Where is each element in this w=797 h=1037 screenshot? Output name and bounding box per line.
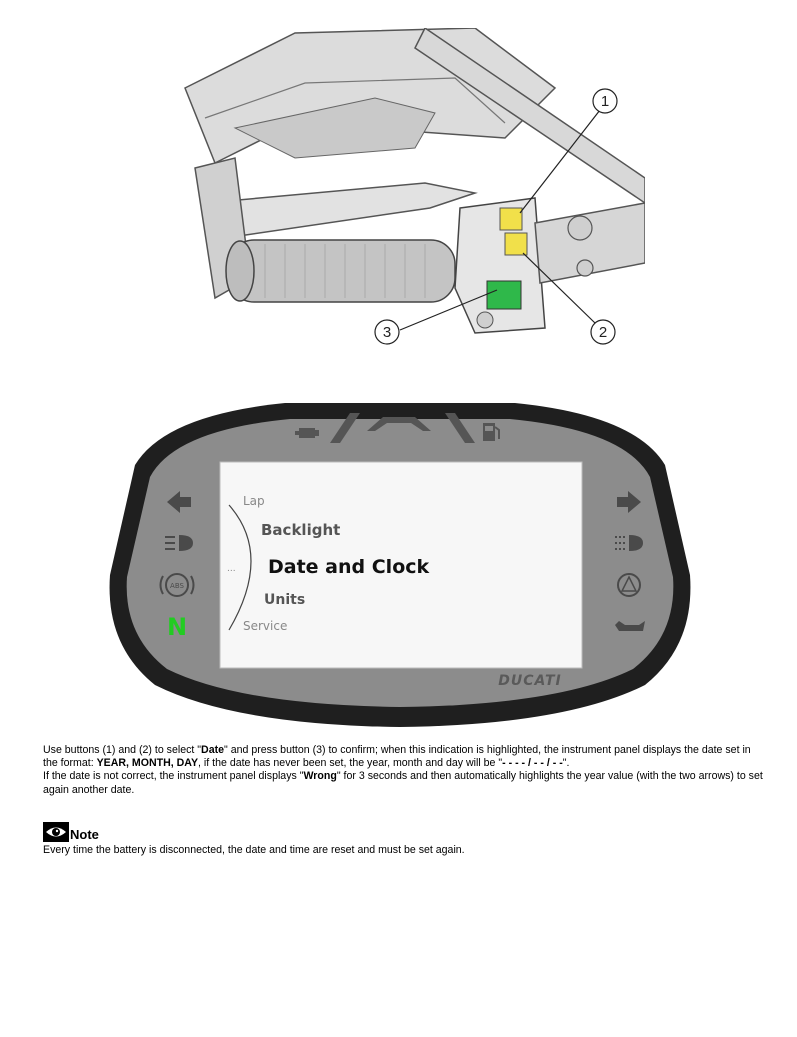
engine-icon bbox=[295, 428, 319, 438]
callout-1: 1 bbox=[592, 88, 618, 114]
high-beam-icon bbox=[615, 535, 643, 551]
note-heading: Note bbox=[43, 820, 768, 842]
handlebar-switch-illustration: 1 2 3 bbox=[184, 28, 645, 345]
headlight-icon bbox=[165, 535, 193, 551]
menu-item-date-and-clock: Date and Clock bbox=[268, 556, 430, 578]
svg-text:2: 2 bbox=[599, 324, 607, 341]
svg-text:ABS: ABS bbox=[170, 582, 184, 590]
note-title: Note bbox=[70, 827, 99, 842]
brand-logo: DUCATI bbox=[498, 673, 562, 689]
callout-2: 2 bbox=[590, 319, 616, 345]
paragraph-wrong-date: If the date is not correct, the instrume… bbox=[43, 770, 763, 796]
note-text: Every time the battery is disconnected, … bbox=[43, 844, 465, 856]
paragraph-select-date: Use buttons (1) and (2) to select "Date"… bbox=[43, 744, 751, 770]
warning-triangle-icon bbox=[617, 573, 641, 597]
menu-item-units: Units bbox=[264, 592, 305, 608]
arrow-right-icon bbox=[617, 491, 641, 513]
instruction-text: Use buttons (1) and (2) to select "Date"… bbox=[43, 744, 768, 797]
display-screen bbox=[219, 461, 583, 669]
instrument-panel-illustration: ABS N Lap Backlight ... Date and Clock U… bbox=[109, 403, 691, 727]
menu-item-lap: Lap bbox=[243, 494, 265, 508]
abs-icon: ABS bbox=[159, 573, 195, 597]
note-block: Note Every time the battery is disconnec… bbox=[43, 820, 768, 857]
eye-icon bbox=[43, 822, 69, 842]
svg-text:3: 3 bbox=[383, 324, 391, 341]
arrow-left-icon bbox=[167, 491, 191, 513]
fuel-pump-icon bbox=[483, 423, 500, 441]
svg-text:1: 1 bbox=[601, 93, 609, 110]
oil-can-icon bbox=[615, 621, 645, 631]
callout-3: 3 bbox=[374, 319, 400, 345]
menu-item-service: Service bbox=[243, 619, 287, 633]
menu-item-backlight: Backlight bbox=[261, 521, 340, 539]
neutral-indicator: N bbox=[167, 613, 187, 641]
rpm-bars-icon bbox=[330, 413, 475, 443]
menu-more-indicator: ... bbox=[227, 564, 236, 574]
